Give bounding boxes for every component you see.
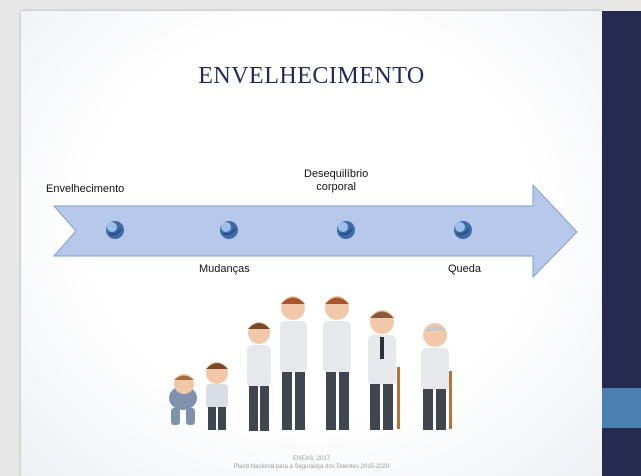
figure-elder: [421, 323, 452, 430]
side-accent-band: [602, 388, 641, 428]
footer-source: Plano Nacional para a Segurança dos Doen…: [233, 464, 390, 470]
label-envelhecimento: Envelhecimento: [46, 183, 125, 195]
label-desequilibrio: Desequilíbrio corporal: [304, 168, 369, 193]
footer-citation: ENEAS, 2017: [292, 456, 331, 462]
figure-middle-aged: [368, 310, 400, 430]
figure-child: [206, 362, 228, 430]
figure-baby: [169, 374, 197, 425]
timeline-arrow: [52, 183, 578, 279]
globe-icon: [220, 221, 238, 239]
globe-icon: [337, 221, 355, 239]
figure-adult: [323, 296, 351, 430]
aging-figures-illustration: [169, 296, 452, 431]
slide: ENVELHECIMENTO Envelhecimento Desequilíb…: [21, 11, 602, 476]
label-mudancas: Mudanças: [199, 263, 250, 275]
label-queda: Queda: [448, 263, 482, 275]
figure-teen: [280, 296, 307, 430]
figure-kid: [247, 322, 271, 431]
arrow-shape: [52, 183, 578, 279]
globe-icon: [106, 221, 124, 239]
slide-title: ENVELHECIMENTO: [198, 63, 425, 89]
globe-icon: [454, 221, 472, 239]
